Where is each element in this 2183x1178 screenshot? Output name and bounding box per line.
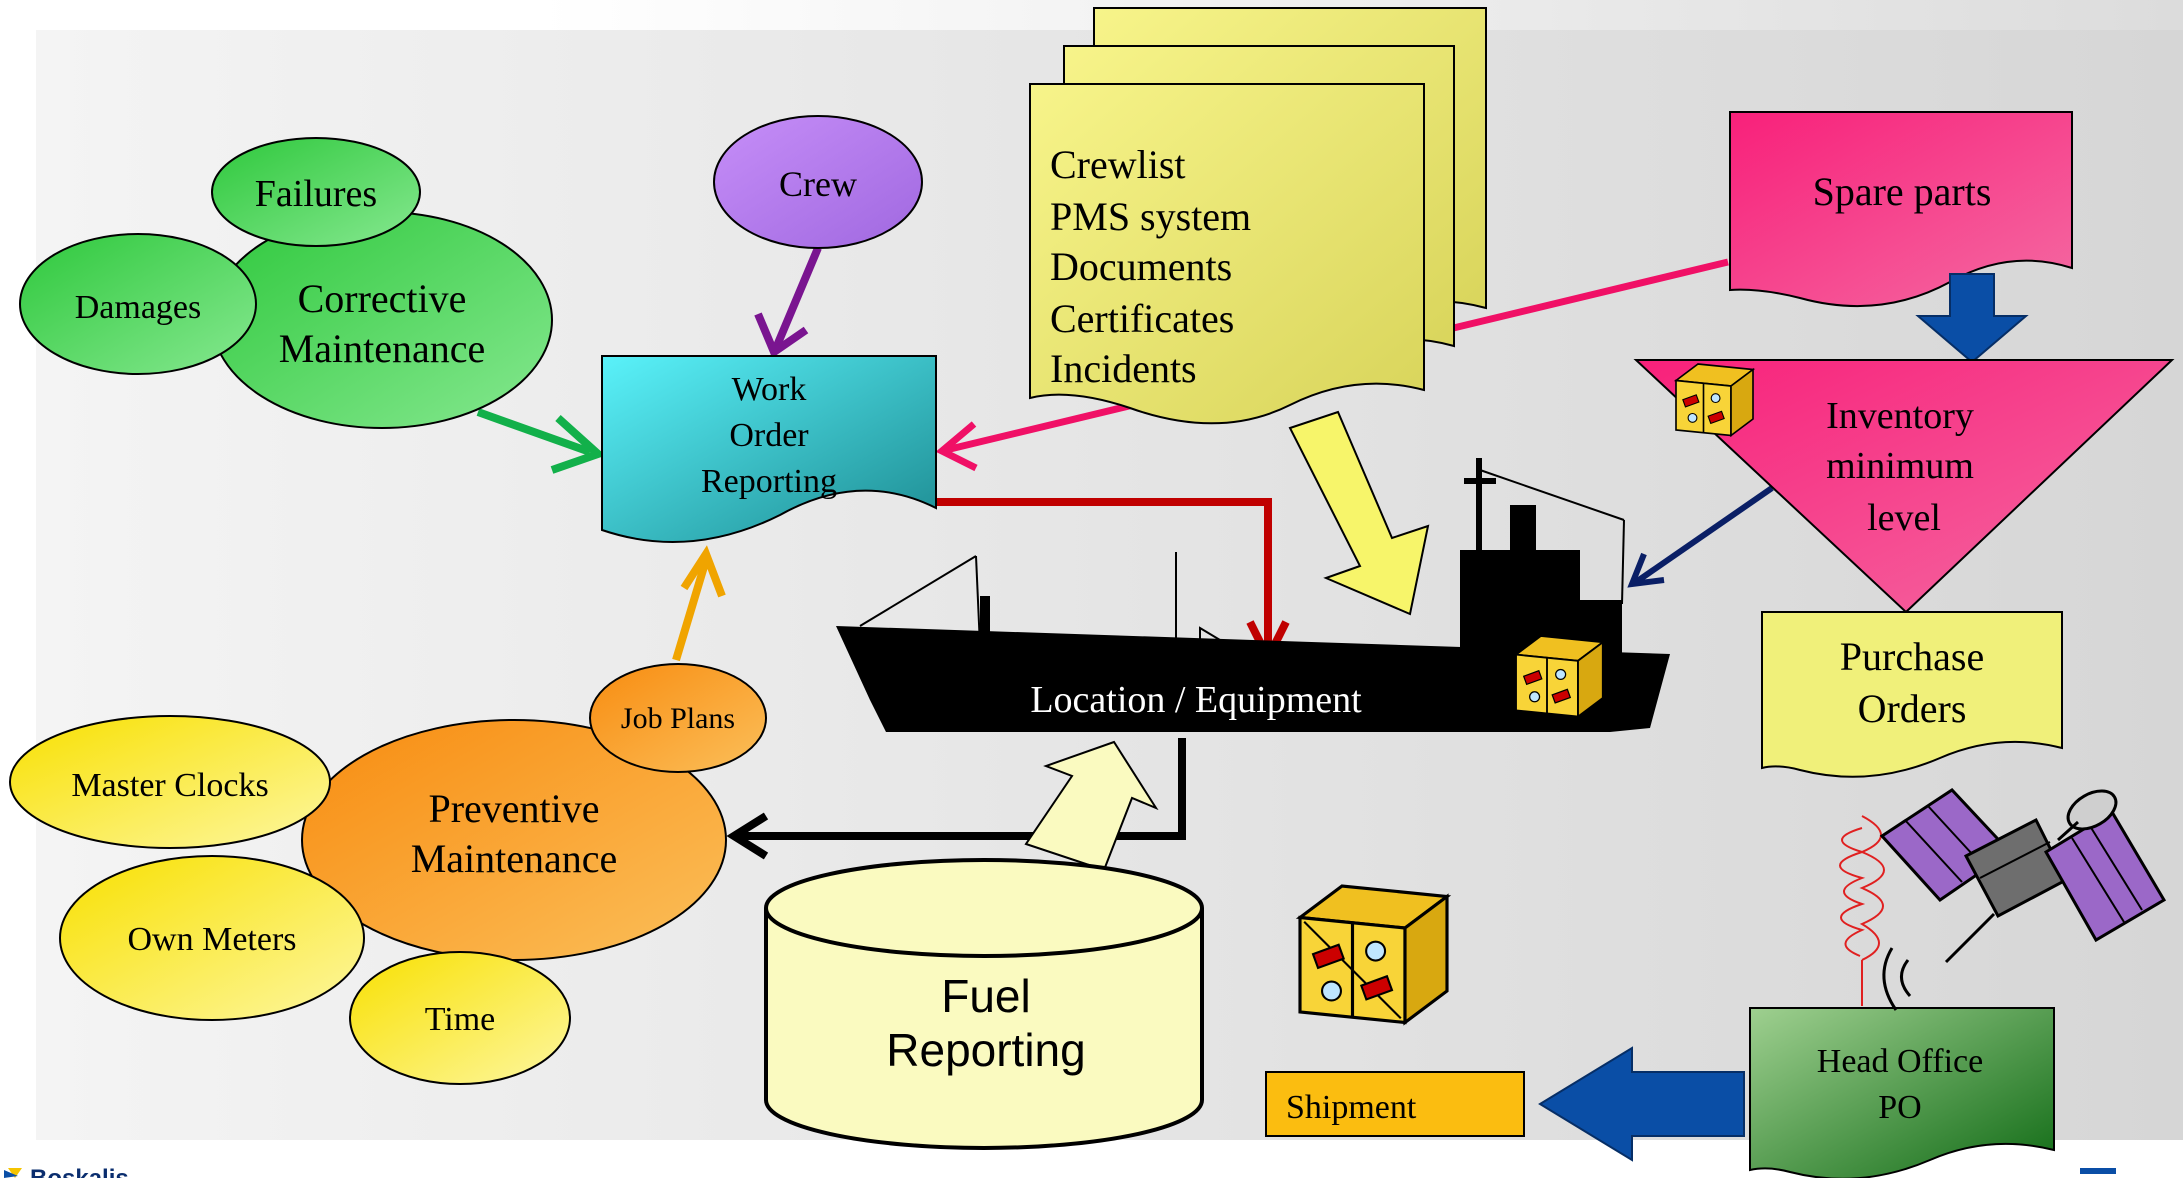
work-order-label-line1: Work xyxy=(732,371,807,408)
own-meters-ellipse xyxy=(59,855,365,1021)
ship-silhouette xyxy=(836,458,1670,732)
shipment-box xyxy=(1265,1071,1525,1137)
arrow-corrective-to-work-order xyxy=(476,408,606,474)
own-meters-label: Own Meters xyxy=(127,921,296,958)
inventory-label-line2: minimum xyxy=(1826,445,1974,487)
arrow-job-plans-to-work-order xyxy=(672,545,726,662)
spare-parts-label: Spare parts xyxy=(1813,169,1992,214)
failures-ellipse xyxy=(211,137,421,247)
fuel-reporting-cylinder xyxy=(764,858,1204,1150)
shipment-label: Shipment xyxy=(1286,1089,1417,1126)
head-office-po-shape xyxy=(1749,1007,2055,1178)
purchase-orders-label-line2: Orders xyxy=(1858,686,1967,731)
work-order-reporting-shape xyxy=(601,355,937,543)
time-label: Time xyxy=(425,1001,496,1038)
inventory-label-line3: level xyxy=(1867,497,1941,539)
work-order-label-line3: Reporting xyxy=(701,463,837,500)
ship-crate-icon xyxy=(1513,635,1606,719)
job-plans-label: Job Plans xyxy=(621,702,735,735)
documents-item-documents: Documents xyxy=(1050,244,1232,289)
time-ellipse xyxy=(349,951,571,1085)
master-clocks-ellipse xyxy=(9,715,331,849)
job-plans-ellipse xyxy=(589,663,767,773)
arrow-ship-to-preventive xyxy=(726,738,1186,860)
purchase-orders-shape xyxy=(1761,611,2063,778)
head-office-label-line2: PO xyxy=(1878,1089,1921,1126)
fuel-to-ship-block-arrow xyxy=(1024,740,1159,872)
documents-item-crewlist: Crewlist xyxy=(1050,142,1186,187)
arrow-crew-to-work-order xyxy=(754,246,822,359)
shipment-crate-icon xyxy=(1295,884,1452,1026)
location-equipment-label: Location / Equipment xyxy=(1030,679,1362,721)
crew-label: Crew xyxy=(779,164,857,204)
boskalis-logo xyxy=(4,1168,22,1178)
fuel-reporting-label-line1: Fuel xyxy=(941,970,1030,1022)
arrow-inventory-to-ship xyxy=(1627,485,1774,588)
damages-ellipse xyxy=(19,233,257,375)
inventory-crate-icon xyxy=(1673,363,1756,438)
boskalis-logo-text: Boskalis xyxy=(30,1165,129,1178)
inventory-triangle xyxy=(1633,359,2175,614)
documents-item-pms-system: PMS system xyxy=(1050,194,1251,239)
footer-accent-bar xyxy=(2080,1168,2116,1174)
damages-label: Damages xyxy=(75,289,202,326)
spare-parts-shape xyxy=(1729,111,2073,308)
purchase-orders-label-line1: Purchase xyxy=(1840,634,1984,679)
satellite-icon xyxy=(1839,788,2167,1011)
crew-ellipse xyxy=(713,115,923,249)
preventive-label-line1: Preventive xyxy=(428,786,599,831)
document-sheet-front xyxy=(1029,83,1425,425)
failures-label: Failures xyxy=(255,173,377,215)
documents-item-incidents: Incidents xyxy=(1050,346,1197,391)
head-office-to-shipment-block-arrow xyxy=(1538,1046,1745,1162)
corrective-label-line1: Corrective xyxy=(298,276,467,321)
preventive-label-line2: Maintenance xyxy=(411,836,618,881)
master-clocks-label: Master Clocks xyxy=(71,767,268,804)
corrective-label-line2: Maintenance xyxy=(279,326,486,371)
spare-to-inventory-block-arrow xyxy=(1915,273,2029,364)
work-order-label-line2: Order xyxy=(729,417,809,454)
inventory-label-line1: Inventory xyxy=(1826,395,1974,437)
documents-to-ship-block-arrow xyxy=(1288,410,1430,616)
documents-item-certificates: Certificates xyxy=(1050,296,1234,341)
fuel-reporting-label-line2: Reporting xyxy=(886,1024,1085,1076)
documents-stack xyxy=(1029,7,1487,425)
head-office-label-line1: Head Office xyxy=(1817,1043,1983,1080)
